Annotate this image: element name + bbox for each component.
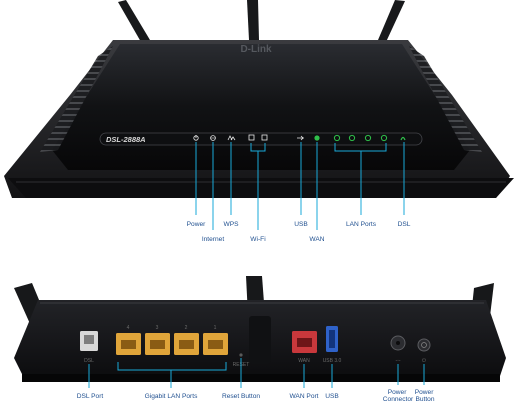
lan-number-3: 3	[156, 325, 159, 331]
power-button	[417, 338, 431, 352]
led-indicators	[193, 134, 406, 142]
wifi-24-led-icon	[248, 134, 255, 141]
wifi-5-led-icon	[261, 134, 268, 141]
back-ports: DSL 4 3 2 1 RESET WAN USB 3.0 -◦- ⏻	[80, 325, 431, 368]
power-led-icon	[193, 135, 199, 141]
label-wan-port: WAN Port	[289, 393, 318, 400]
lan-number-4: 4	[127, 325, 130, 331]
label-power-button-text: Power	[415, 389, 434, 396]
usb-marking: USB 3.0	[323, 358, 342, 364]
internet-led-icon	[210, 135, 216, 141]
back-router-body	[14, 300, 506, 382]
label-usb-back: USB	[325, 393, 339, 400]
lan-number-2: 2	[185, 325, 188, 331]
label-dsl-port: DSL Port	[77, 393, 104, 400]
lan-number-1: 1	[214, 325, 217, 331]
front-labels: Power Internet WPS Wi-Fi USB WAN LAN Por…	[187, 221, 411, 243]
label-lan-ports: LAN Ports	[346, 221, 377, 228]
label-reset-button: Reset Button	[222, 393, 260, 400]
label-wps: WPS	[223, 221, 239, 228]
wan-marking: WAN	[298, 358, 310, 364]
label-internet: Internet	[202, 236, 225, 243]
back-labels: DSL Port Gigabit LAN Ports Reset Button …	[77, 389, 436, 403]
label-power-connector-text: Power	[388, 389, 407, 396]
wps-led-icon	[227, 135, 236, 141]
power-button-icon: ⏻	[422, 358, 426, 364]
usb-led-icon	[297, 135, 304, 141]
label-wan-front: WAN	[309, 236, 324, 243]
label-dsl: DSL	[398, 221, 411, 228]
label-power-connector: Power Connector	[383, 389, 414, 403]
reset-hole	[239, 353, 243, 357]
brand-logo: D-Link	[240, 44, 272, 55]
front-antennas	[118, 0, 405, 42]
label-gigabit-lan-ports: Gigabit LAN Ports	[145, 393, 198, 400]
label-power: Power	[187, 221, 206, 228]
label-usb-front: USB	[294, 221, 308, 228]
label-power-button: Power Button	[415, 389, 436, 403]
dsl-port-marking: DSL	[84, 358, 94, 364]
front-router-body	[4, 40, 514, 198]
lan-ports	[116, 333, 228, 355]
label-power-button-text-line2: Button	[415, 396, 434, 403]
model-label: DSL-2888A	[106, 135, 146, 144]
power-connector-icon: -◦-	[395, 358, 400, 364]
lan-led-icons	[333, 134, 388, 142]
wan-led-icon	[314, 135, 320, 141]
label-wifi: Wi-Fi	[250, 236, 266, 243]
dsl-led-icon	[400, 136, 406, 141]
front-leader-lines	[195, 142, 405, 230]
back-leader-lines	[88, 358, 425, 388]
label-power-connector-text-line2: Connector	[383, 396, 414, 403]
